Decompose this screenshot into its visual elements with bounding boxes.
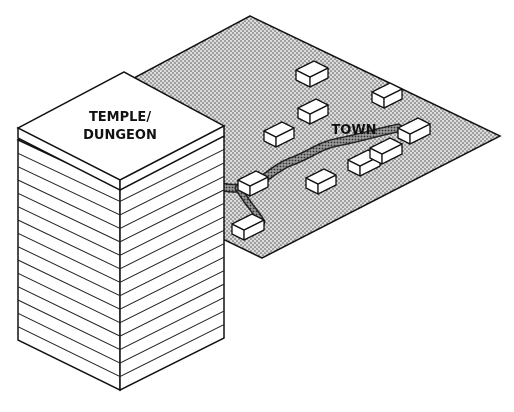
town-building — [263, 121, 295, 148]
temple-label-line1: TEMPLE/ — [89, 110, 151, 125]
town-building — [295, 60, 329, 88]
town-buildings — [231, 60, 431, 241]
tower-layer-line — [119, 216, 225, 270]
tower-layer-line — [17, 152, 121, 202]
tower-layer-line — [119, 189, 225, 243]
tower-layer-line — [119, 270, 225, 324]
tower-layer-line — [17, 272, 121, 324]
tower-layer-line — [17, 206, 121, 256]
tower-layer-line — [17, 219, 121, 270]
tower-layer-line — [119, 310, 225, 364]
tower-layer-line — [17, 179, 121, 229]
tower-layer-line — [17, 326, 121, 377]
temple-roof: TEMPLE/ DUNGEON — [16, 71, 226, 192]
tower-layer-line — [119, 324, 225, 377]
tower-layer-line — [119, 229, 225, 283]
tower-layer-line — [17, 299, 121, 351]
tower-layer-line — [119, 149, 225, 202]
temple-tower — [17, 134, 225, 392]
tower-layer-line — [119, 297, 225, 351]
tower-layer-line — [17, 166, 121, 216]
tower-layer-line — [17, 232, 121, 283]
town-building — [297, 98, 329, 125]
town-building — [305, 168, 337, 195]
town-building — [371, 82, 403, 109]
tower-layer-line — [119, 283, 225, 337]
tower-layer-line — [17, 286, 121, 337]
tower-layer-line — [17, 192, 121, 243]
town-label: TOWN — [331, 123, 376, 138]
tower-layer-line — [17, 246, 121, 297]
tower-layer-line — [17, 259, 121, 310]
town-building — [397, 117, 431, 145]
tower-layer-line — [119, 162, 225, 216]
town-building — [237, 170, 269, 197]
tower-layer-line — [119, 175, 225, 229]
temple-label-line2: DUNGEON — [83, 128, 157, 143]
tower-layer-line — [119, 202, 225, 256]
tower-layer-line — [119, 243, 225, 297]
tower-layer-line — [17, 312, 121, 364]
town-building — [231, 213, 265, 241]
tower-layer-line — [119, 256, 225, 310]
town-building — [369, 137, 403, 165]
